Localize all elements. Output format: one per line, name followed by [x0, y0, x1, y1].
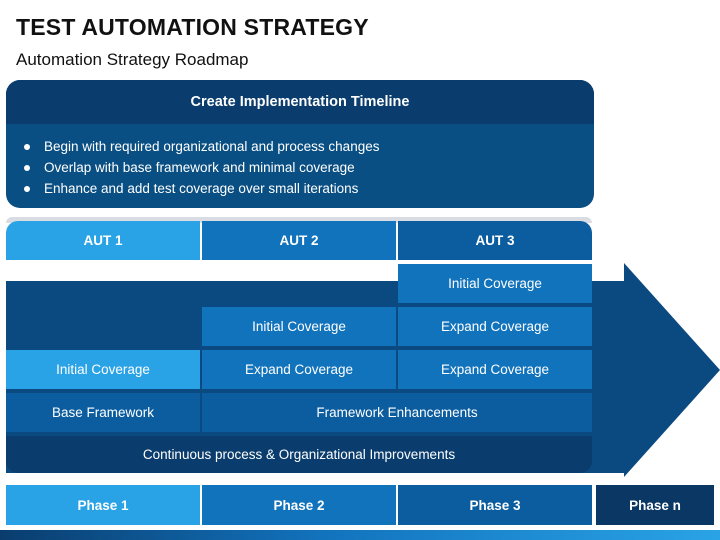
phase-n: Phase n: [596, 485, 714, 525]
page-title: TEST AUTOMATION STRATEGY: [16, 14, 369, 40]
base-framework: Base Framework: [6, 393, 200, 432]
page-subtitle: Automation Strategy Roadmap: [16, 50, 249, 69]
footer-gradient-bar: [0, 530, 720, 540]
aut-1-header: AUT 1: [6, 221, 200, 260]
timeline-item-text: Overlap with base framework and minimal …: [44, 160, 355, 175]
aut1-initial-coverage: Initial Coverage: [6, 350, 200, 389]
timeline-list: Begin with required organizational and p…: [24, 136, 379, 199]
timeline-item: Overlap with base framework and minimal …: [24, 157, 379, 178]
timeline-panel: Create Implementation Timeline Begin wit…: [6, 80, 594, 208]
phase-3: Phase 3: [398, 485, 592, 525]
aut3-initial-coverage: Initial Coverage: [398, 264, 592, 303]
aut-3-header: AUT 3: [398, 221, 592, 260]
continuous-improvements: Continuous process & Organizational Impr…: [6, 436, 592, 473]
timeline-item-text: Begin with required organizational and p…: [44, 139, 380, 154]
bullet-icon: [24, 143, 30, 150]
phase-2: Phase 2: [202, 485, 396, 525]
framework-enhancements: Framework Enhancements: [202, 393, 592, 432]
footer-gradient-fill: [0, 530, 720, 540]
phase-1: Phase 1: [6, 485, 200, 525]
aut3-expand-coverage-row3: Expand Coverage: [398, 350, 592, 389]
timeline-item-text: Enhance and add test coverage over small…: [44, 181, 359, 196]
aut-2-header: AUT 2: [202, 221, 396, 260]
timeline-heading: Create Implementation Timeline: [6, 80, 594, 124]
timeline-item: Enhance and add test coverage over small…: [24, 178, 379, 199]
aut-header-shadow: [6, 217, 592, 223]
aut2-initial-coverage: Initial Coverage: [202, 307, 396, 346]
aut2-expand-coverage: Expand Coverage: [202, 350, 396, 389]
aut3-expand-coverage: Expand Coverage: [398, 307, 592, 346]
bullet-icon: [24, 164, 30, 171]
bullet-icon: [24, 185, 30, 192]
timeline-item: Begin with required organizational and p…: [24, 136, 379, 157]
